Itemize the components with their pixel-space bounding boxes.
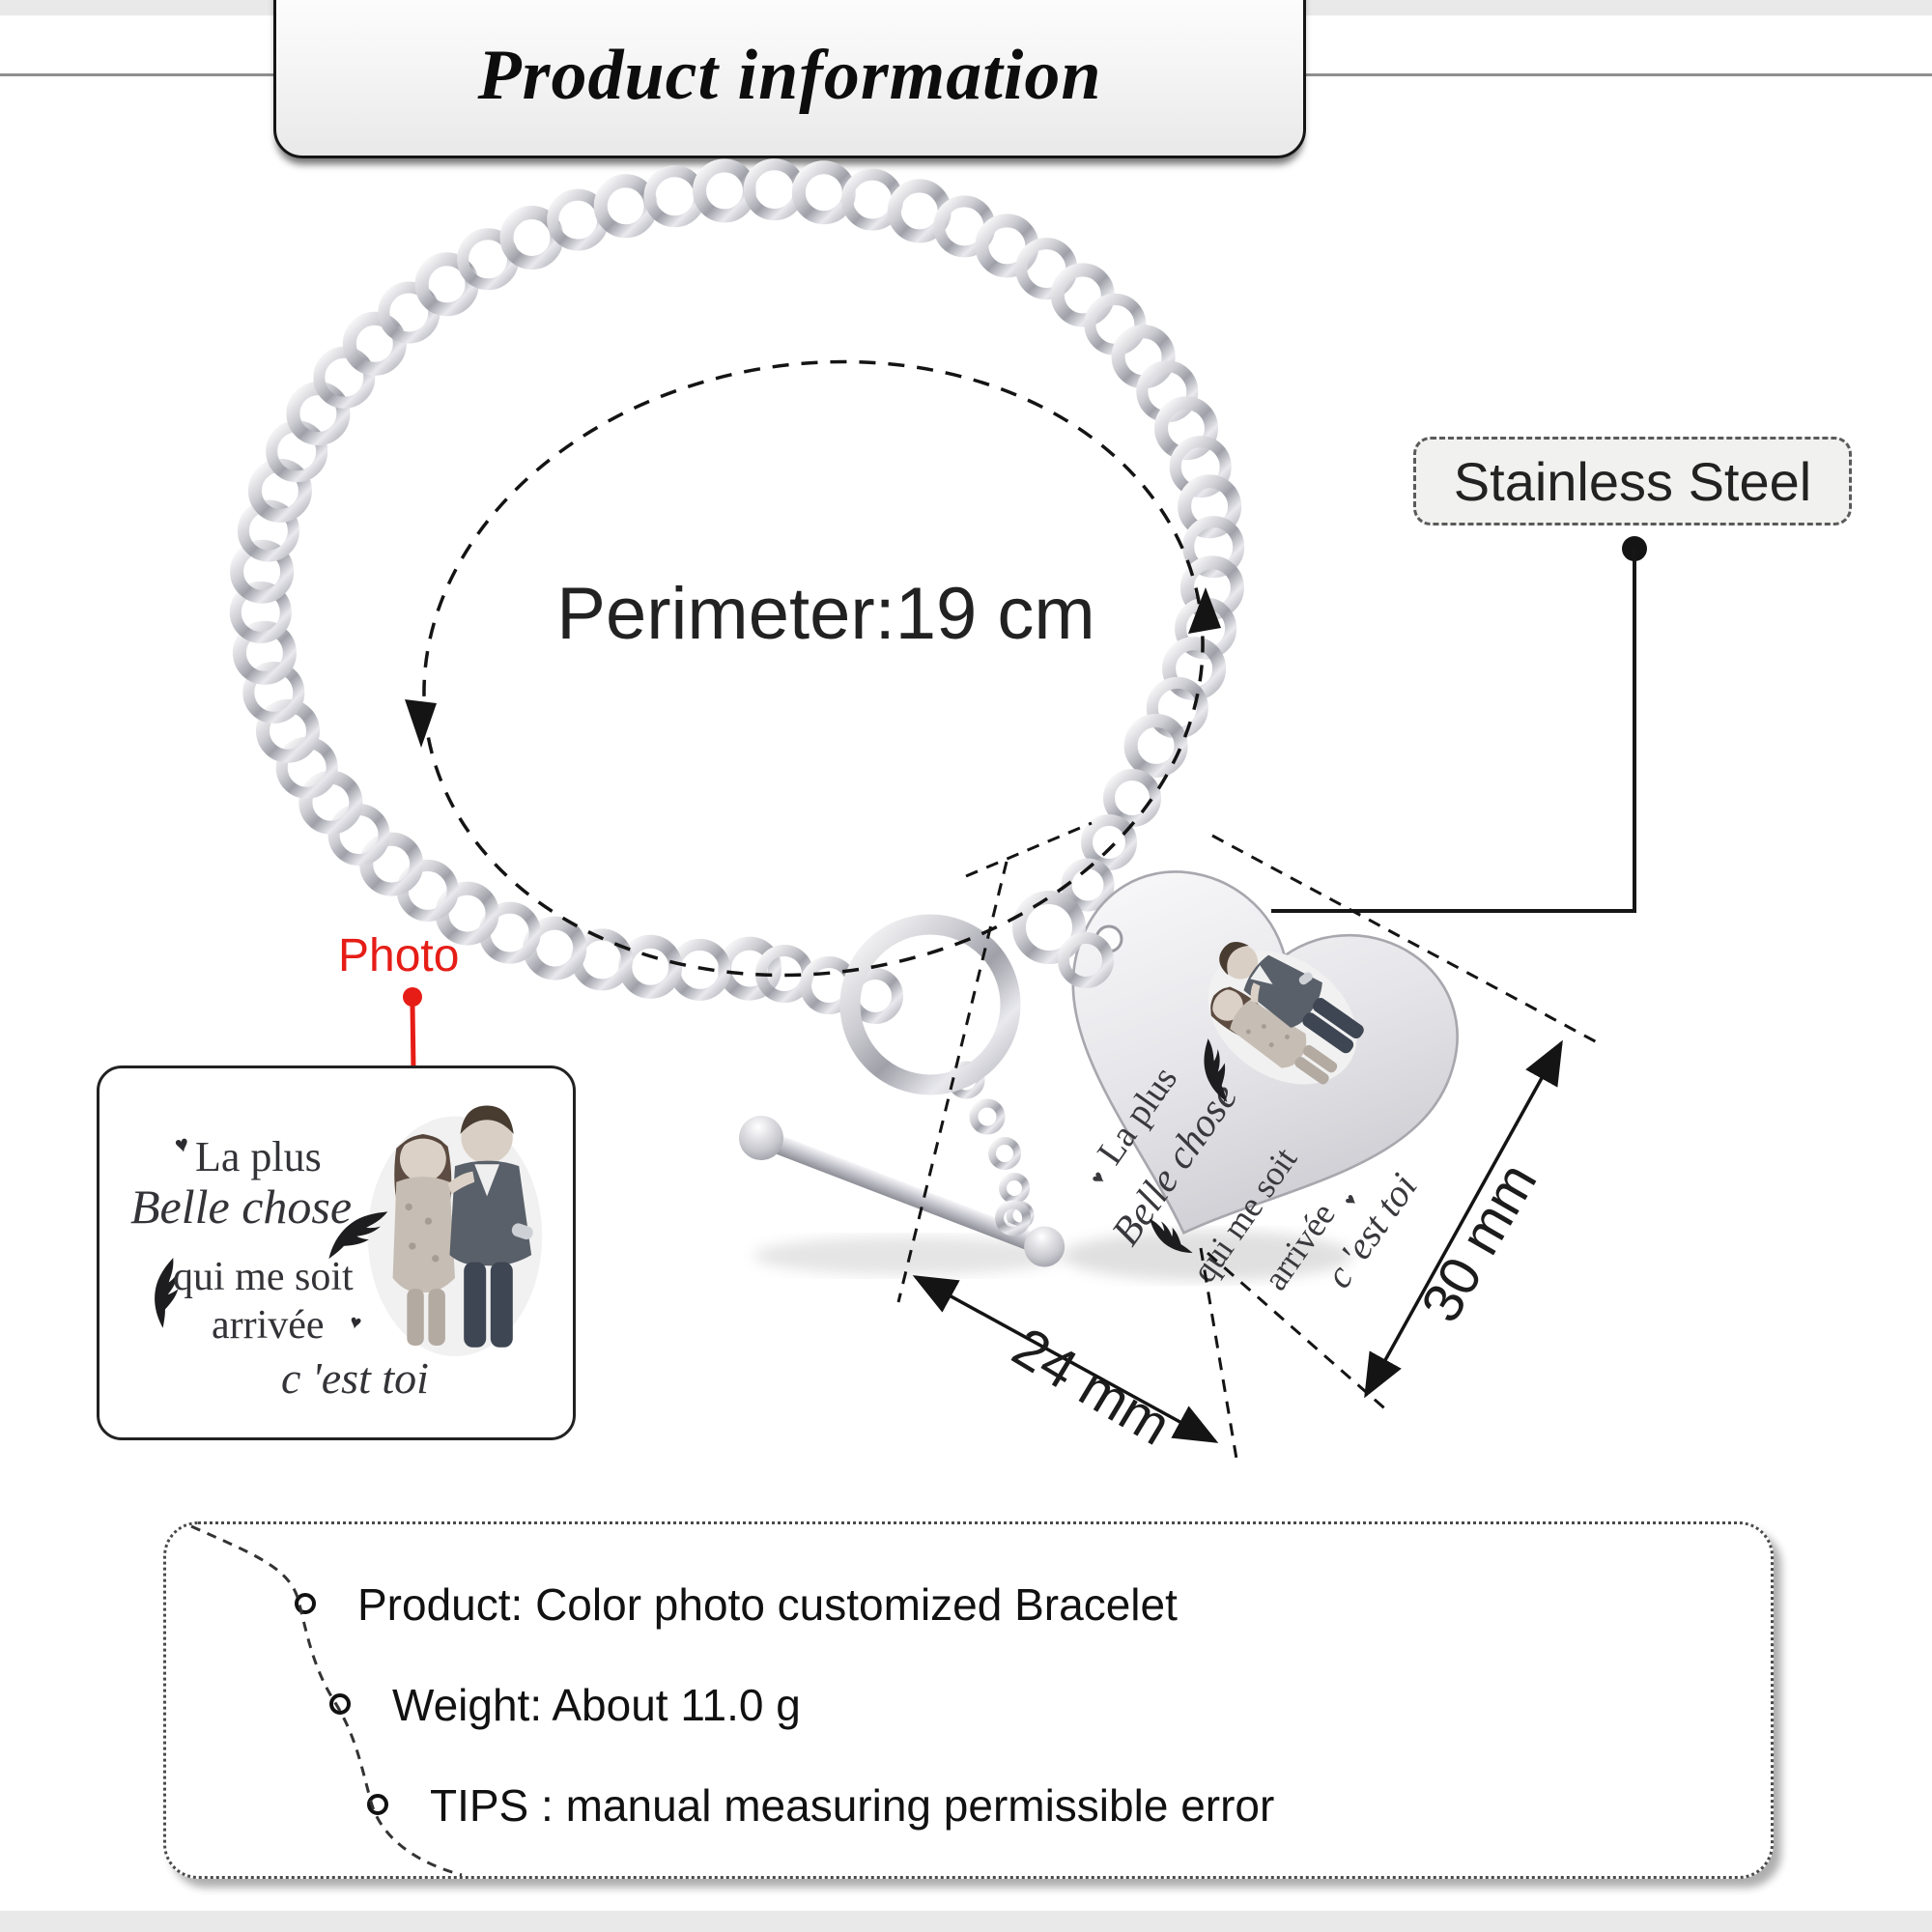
charm-engraving-line4: arrivée	[1256, 1196, 1343, 1297]
engraving-sample-card: ♥ ♥ La plus Belle chose qui me soit arri…	[97, 1065, 576, 1440]
spec-item-product: Product: Color photo customized Bracelet	[357, 1579, 1178, 1630]
charm-engraving-line2: Belle chose	[1104, 1076, 1247, 1254]
photo-label: Photo	[338, 930, 460, 981]
height-dimension-arrow	[1364, 1039, 1563, 1399]
heart-charm	[1071, 870, 1459, 1236]
perimeter-dimension-ellipse	[405, 359, 1221, 978]
bullet-icon	[329, 1693, 351, 1715]
charm-engraving-line3: qui me soit	[1184, 1141, 1305, 1290]
dimension-annotations: 24 mm 30 mm	[896, 821, 1600, 1465]
heart-icon: ♥	[1087, 1168, 1111, 1189]
charm-hole	[1094, 924, 1123, 953]
clasp-links	[755, 769, 1161, 1230]
charm-engraving-line1: La plus	[1090, 1060, 1185, 1173]
page-title: Product information	[477, 35, 1102, 115]
bullet-icon	[295, 1593, 316, 1614]
material-leader-line	[1271, 536, 1647, 913]
bar-shadow	[753, 1236, 1063, 1275]
extension-line	[965, 821, 1093, 878]
material-label: Stainless Steel	[1453, 450, 1812, 512]
extension-line	[1207, 1251, 1390, 1414]
feather-icon	[1149, 1215, 1193, 1257]
card-engraving-line1: La plus	[195, 1133, 322, 1180]
heart-icon: ♥	[348, 1311, 363, 1334]
heart-icon: ♥	[1340, 1190, 1362, 1209]
width-dimension-arrow	[912, 1275, 1219, 1443]
card-engraving-line4: arrivée	[212, 1303, 325, 1348]
charm-engraving: ♥ La plus Belle chose qui me soit arrivé…	[1087, 1037, 1426, 1297]
spec-item-tips: TIPS : manual measuring permissible erro…	[430, 1780, 1275, 1831]
perimeter-label: Perimeter:19 cm	[556, 573, 1095, 655]
extension-line	[896, 861, 1009, 1303]
heart-shadow	[1063, 1231, 1352, 1281]
charm-couple-photo	[1177, 919, 1383, 1113]
perimeter-arrow-left	[405, 699, 437, 748]
toggle-bar	[739, 1116, 1065, 1267]
material-tag: Stainless Steel	[1413, 437, 1852, 526]
spec-item-weight: Weight: About 11.0 g	[392, 1680, 801, 1730]
heart-icon: ♥	[173, 1130, 192, 1158]
card-decorations: ♥ ♥	[132, 1105, 543, 1356]
height-dimension-label: 30 mm	[1409, 1152, 1549, 1332]
specs-panel: Product: Color photo customized Bracelet…	[163, 1521, 1774, 1879]
photo-edge-strip-bottom	[0, 1911, 1932, 1932]
bullet-icon	[367, 1794, 388, 1815]
card-engraving-line3: qui me soit	[173, 1255, 354, 1299]
charm-jump-rings	[1012, 891, 1114, 988]
header-banner: Product information	[273, 0, 1306, 158]
extension-line	[1199, 1247, 1239, 1465]
card-engraving-line5: c 'est toi	[281, 1353, 429, 1403]
couple-photo	[367, 1105, 543, 1356]
width-dimension-label: 24 mm	[1002, 1316, 1180, 1458]
feather-icon	[1184, 1037, 1250, 1102]
extension-line	[1211, 834, 1600, 1045]
charm-engraving-line5: c 'est toi	[1317, 1165, 1426, 1295]
toggle-ring	[839, 914, 1021, 1095]
card-engraving-line2: Belle chose	[130, 1179, 353, 1234]
